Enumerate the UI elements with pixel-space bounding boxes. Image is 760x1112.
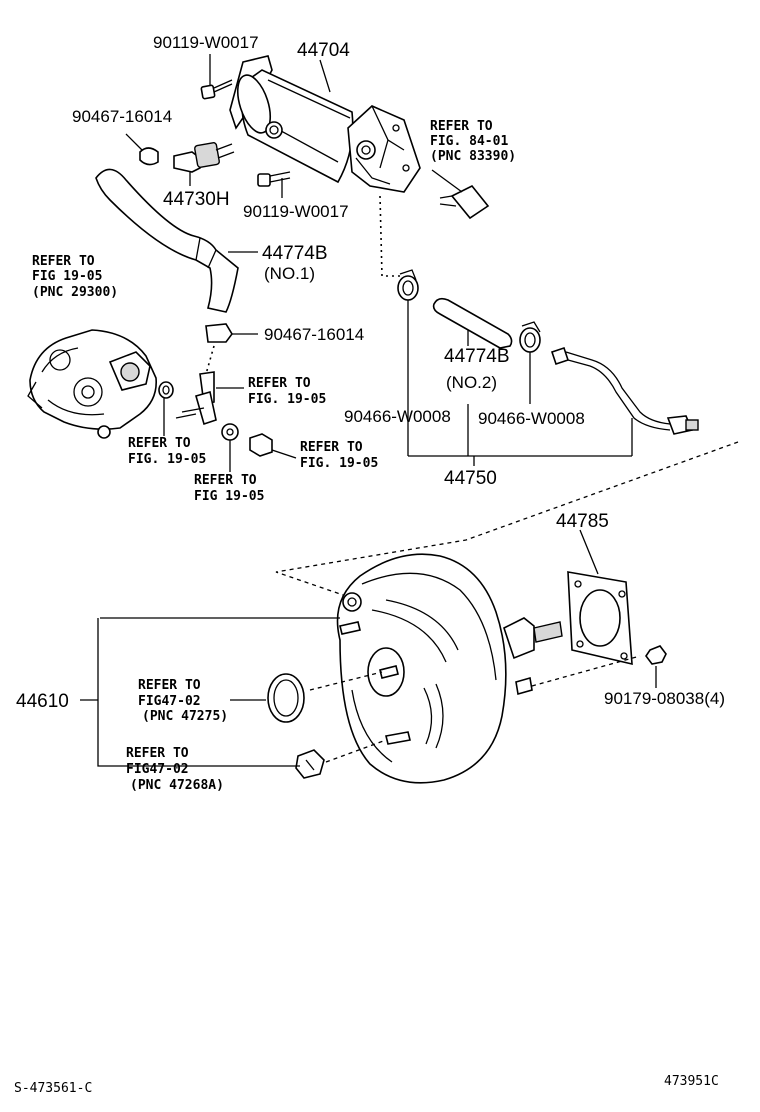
refer-note-line: FIG47-02 [138,694,201,709]
label-44785: 44785 [556,511,609,532]
refer-note-line: FIG47-02 [126,762,189,777]
hose-no2-drawing [432,297,513,349]
label-no2: (NO.2) [446,373,497,392]
label-90119-bottom: 90119-W0017 [243,202,349,221]
refer-note-line: REFER TO [126,746,189,761]
refer-note-line: REFER TO [194,473,257,488]
clamp-drawing-left [397,269,419,456]
refer-note-fig19-05-union: REFER TO FIG. 19-05 [248,376,326,407]
label-90179: 90179-08038(4) [604,689,725,708]
clip-drawing-top [125,133,159,166]
refer-note-fig47-02-oring: REFER TO FIG47-02 (PNC 47275) [138,678,228,724]
vacuum-pipe-drawing [550,346,699,456]
union-fitting-drawing [175,371,244,426]
footer-diagram-code: S-473561-C [14,1081,92,1096]
nut-drawing [645,645,667,688]
o-ring-drawing [267,673,305,723]
label-44750: 44750 [444,468,497,489]
gasket-drawing [567,529,633,666]
bolt-drawing-bottom [257,171,291,198]
brake-booster-drawing [336,553,563,784]
label-44704: 44704 [297,40,350,61]
label-44730H: 44730H [163,189,230,210]
vacuum-pump-drawing [27,329,157,439]
footer-illustration-code: 473951C [664,1074,719,1089]
label-90466-right: 90466-W0008 [478,409,585,428]
refer-note-fig19-05-washer-left: REFER TO FIG. 19-05 [128,436,206,467]
refer-note-line: FIG. 19-05 [300,456,378,471]
vacuum-switch-drawing [431,169,490,220]
vacuum-tank-drawing [229,55,421,193]
refer-note-line: FIG 19-05 [32,269,102,284]
label-90466-left: 90466-W0008 [344,407,451,426]
label-90467-mid: 90467-16014 [264,325,364,344]
washer-drawing-left [158,381,174,436]
refer-note-fig19-05-plug: REFER TO FIG. 19-05 [300,440,378,471]
refer-note-line: (PNC 83390) [430,149,516,164]
plug-drawing [249,433,297,459]
label-no1: (NO.1) [264,264,315,283]
refer-note-line: REFER TO [32,254,95,269]
refer-note-fig84-01: REFER TO FIG. 84-01 (PNC 83390) [430,119,516,164]
refer-note-line: (PNC 47275) [142,709,228,724]
refer-note-line: REFER TO [430,119,493,134]
clamp-drawing-right [519,321,541,404]
refer-note-line: FIG. 19-05 [248,392,326,407]
assembly-bracket-44750 [408,404,632,466]
washer-drawing-right [221,423,239,472]
bolt-drawing-top [200,54,233,100]
refer-note-line: REFER TO [128,436,191,451]
refer-note-line: FIG 19-05 [194,489,264,504]
hose-no1-drawing [95,168,258,313]
clip-drawing-mid [205,323,258,343]
refer-note-line: REFER TO [138,678,201,693]
refer-note-line: REFER TO [248,376,311,391]
refer-note-line: REFER TO [300,440,363,455]
refer-note-line: (PNC 29300) [32,285,118,300]
refer-note-fig19-05-pump: REFER TO FIG 19-05 (PNC 29300) [32,254,118,300]
assembly-bracket-44610 [80,618,300,767]
refer-note-fig47-02-grommet: REFER TO FIG47-02 (PNC 47268A) [126,746,224,793]
label-44774B-no2: 44774B [444,346,510,367]
refer-note-line: FIG. 19-05 [128,452,206,467]
label-90119-top: 90119-W0017 [153,33,259,52]
refer-note-line: FIG. 84-01 [430,134,508,149]
label-44610: 44610 [16,691,69,712]
refer-note-fig19-05-washer-right: REFER TO FIG 19-05 [194,473,264,504]
grommet-drawing [295,749,325,779]
refer-note-line: (PNC 47268A) [130,778,224,793]
check-valve-drawing [173,142,235,186]
label-90467-top: 90467-16014 [72,107,172,126]
label-44774B-no1: 44774B [262,243,328,264]
